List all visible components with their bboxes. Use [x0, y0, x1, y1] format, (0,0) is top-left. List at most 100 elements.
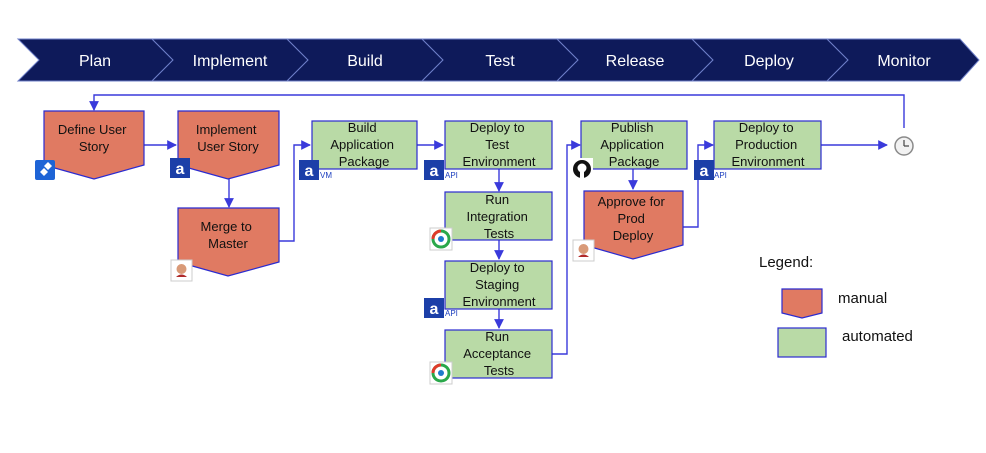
node-label: Run Integration Tests [466, 192, 531, 241]
appian-glyph: a [430, 301, 439, 318]
node-deploy-to-test[interactable]: Deploy to Test Environment [444, 120, 553, 170]
node-label-line: Deploy to [739, 120, 794, 135]
node-label-line: Define User [58, 122, 127, 137]
node-label-line: Tests [484, 363, 515, 378]
node-label-line: Publish [611, 120, 654, 135]
clock-icon [894, 136, 914, 156]
node-label-line: Implement [196, 122, 257, 137]
badge-vm-label: VM [320, 171, 332, 180]
appian-icon: a [170, 158, 190, 178]
node-build-app-package[interactable]: Build Application Package [311, 120, 418, 170]
testing-tool-icon [429, 361, 453, 385]
github-icon [571, 158, 593, 180]
appian-api-icon: a API [694, 160, 727, 180]
stage-release: Release [555, 38, 714, 82]
legend-label-manual: manual [838, 290, 887, 307]
legend-item-automated: automated [777, 327, 913, 358]
node-label-line: Package [339, 154, 390, 169]
appian-glyph: a [700, 163, 709, 180]
stage-implement: Implement [150, 38, 309, 82]
stage-plan: Plan [16, 38, 174, 82]
node-label: Deploy to Production Environment [732, 120, 805, 169]
badge-api-label: API [445, 309, 458, 318]
node-label: Merge to Master [201, 219, 256, 251]
stage-label: Implement [193, 53, 268, 70]
node-label-line: Merge to [201, 219, 252, 234]
node-label-line: Story [79, 139, 110, 154]
node-label: Define User Story [58, 122, 130, 154]
node-label-line: Environment [463, 294, 536, 309]
stage-label: Deploy [744, 53, 794, 70]
node-label-line: Application [600, 137, 664, 152]
stage-monitor: Monitor [825, 38, 980, 82]
jira-icon [35, 160, 55, 180]
stage-label: Release [606, 53, 665, 70]
node-label-line: Environment [463, 154, 536, 169]
node-label: Deploy to Test Environment [463, 120, 536, 169]
connectors [89, 94, 905, 355]
node-define-user-story[interactable]: Define User Story [43, 110, 145, 180]
node-run-integration-tests[interactable]: Run Integration Tests [444, 191, 553, 241]
node-merge-to-master[interactable]: Merge to Master [177, 207, 280, 277]
node-label-line: Tests [484, 226, 515, 241]
node-label: Build Application Package [330, 120, 397, 169]
badge-api-label: API [714, 171, 727, 180]
badge-api-label: API [445, 171, 458, 180]
stage-label: Plan [79, 53, 111, 70]
appian-vm-icon: a VM [299, 160, 332, 180]
node-label-line: Staging [475, 277, 519, 292]
node-publish-app-package[interactable]: Publish Application Package [580, 120, 688, 170]
node-label-line: Prod [617, 211, 644, 226]
node-approve-for-prod[interactable]: Approve for Prod Deploy [583, 190, 684, 260]
node-label: Approve for Prod Deploy [598, 194, 669, 243]
node-label: Deploy to Staging Environment [463, 260, 536, 309]
stage-deploy: Deploy [690, 38, 849, 82]
appian-glyph: a [176, 161, 185, 178]
stage-test: Test [420, 38, 579, 82]
node-label-line: Deploy [613, 228, 654, 243]
node-label-line: Environment [732, 154, 805, 169]
legend-title: Legend: [759, 254, 813, 271]
jenkins-icon [170, 259, 193, 282]
node-label-line: Deploy to [470, 260, 525, 275]
stage-bar: Plan Implement Build Test Release Deploy… [16, 38, 980, 82]
node-implement-user-story[interactable]: Implement User Story [177, 110, 280, 180]
node-label-line: Integration [466, 209, 527, 224]
node-label-line: Test [485, 137, 509, 152]
arrow [683, 140, 714, 228]
node-label-line: Run [485, 192, 509, 207]
legend-label-automated: automated [842, 328, 913, 345]
legend-swatch-automated [777, 327, 827, 358]
node-label-line: Application [330, 137, 394, 152]
testing-tool-icon [429, 227, 453, 251]
node-deploy-to-staging[interactable]: Deploy to Staging Environment [444, 260, 553, 310]
node-label-line: Approve for [598, 194, 666, 209]
node-label-line: Build [348, 120, 377, 135]
appian-api-icon: a API [424, 298, 458, 318]
appian-api-icon: a API [424, 160, 458, 180]
node-label-line: Deploy to [470, 120, 525, 135]
stage-build: Build [285, 38, 444, 82]
appian-glyph: a [430, 163, 439, 180]
stage-label: Monitor [877, 53, 931, 70]
node-label-line: Acceptance [463, 346, 531, 361]
node-label-line: Master [208, 236, 248, 251]
node-label: Implement User Story [196, 122, 260, 154]
node-label: Publish Application Package [600, 120, 667, 169]
node-label-line: User Story [197, 139, 259, 154]
arrow [279, 140, 311, 242]
node-label: Run Acceptance Tests [463, 329, 535, 378]
jenkins-icon [572, 239, 595, 262]
legend-swatch-manual [781, 288, 823, 319]
node-label-line: Run [485, 329, 509, 344]
legend: Legend: manual automated [759, 254, 913, 358]
arrow [552, 140, 581, 355]
node-label-line: Package [609, 154, 660, 169]
node-run-acceptance-tests[interactable]: Run Acceptance Tests [444, 329, 553, 379]
feedback-loop-arrow [89, 94, 905, 128]
stage-label: Build [347, 53, 383, 70]
stage-label: Test [485, 53, 515, 70]
appian-glyph: a [305, 163, 314, 180]
node-deploy-to-production[interactable]: Deploy to Production Environment [713, 120, 822, 170]
